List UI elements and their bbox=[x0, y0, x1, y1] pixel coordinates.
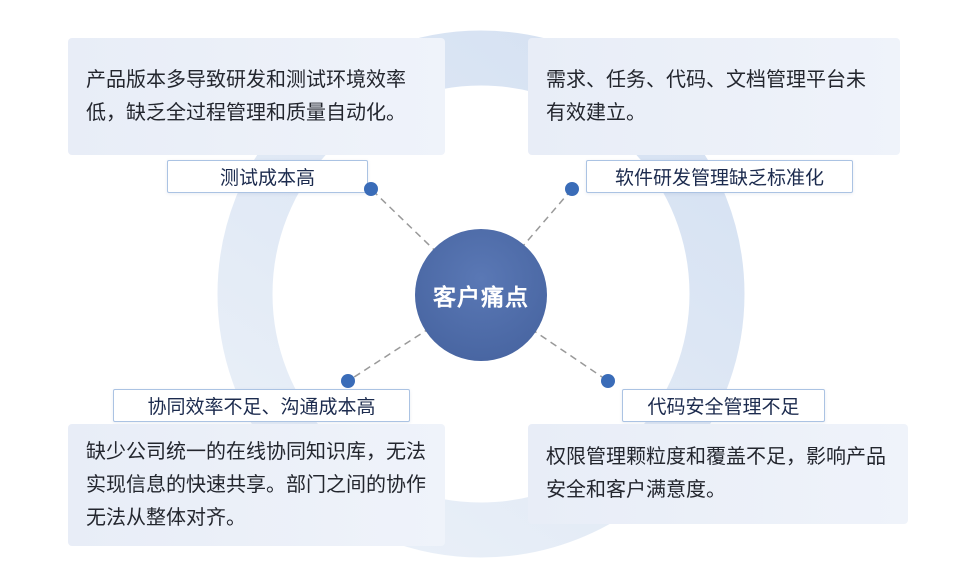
description-text: 缺少公司统一的在线协同知识库，无法实现信息的快速共享。部门之间的协作无法从整体对… bbox=[86, 440, 426, 529]
label-text: 软件研发管理缺乏标准化 bbox=[614, 168, 824, 189]
description-card-standardization: 需求、任务、代码、文档管理平台未有效建立。 bbox=[528, 38, 900, 155]
center-pain-point-title: 客户痛点 bbox=[433, 284, 529, 310]
label-text: 协同效率不足、沟通成本高 bbox=[147, 397, 376, 418]
description-text: 权限管理颗粒度和覆盖不足，影响产品安全和客户满意度。 bbox=[546, 446, 886, 501]
description-card-testing-cost: 产品版本多导致研发和测试环境效率低，缺乏全过程管理和质量自动化。 bbox=[68, 38, 445, 155]
description-text: 需求、任务、代码、文档管理平台未有效建立。 bbox=[546, 68, 866, 124]
label-text: 代码安全管理不足 bbox=[647, 397, 800, 418]
pain-point-label-testing-cost: 测试成本高 bbox=[167, 160, 368, 193]
pain-point-label-standardization: 软件研发管理缺乏标准化 bbox=[586, 160, 853, 193]
description-text: 产品版本多导致研发和测试环境效率低，缺乏全过程管理和质量自动化。 bbox=[86, 68, 406, 124]
description-card-code-security: 权限管理颗粒度和覆盖不足，影响产品安全和客户满意度。 bbox=[528, 424, 908, 524]
label-text: 测试成本高 bbox=[219, 168, 315, 189]
pain-point-label-collaboration: 协同效率不足、沟通成本高 bbox=[113, 389, 410, 422]
pain-point-label-code-security: 代码安全管理不足 bbox=[622, 389, 825, 422]
description-card-collaboration: 缺少公司统一的在线协同知识库，无法实现信息的快速共享。部门之间的协作无法从整体对… bbox=[68, 424, 445, 546]
